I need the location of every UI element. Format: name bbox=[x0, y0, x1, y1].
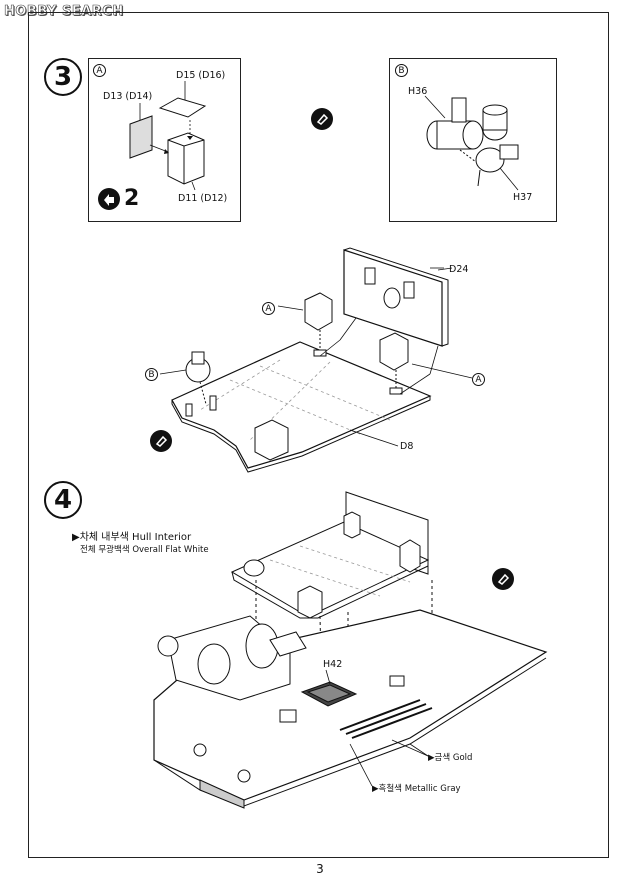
overall-flat-white-note: 전체 무광백색 Overall Flat White bbox=[80, 545, 209, 555]
paint-callout-metallic-gray: ▶흑철색 Metallic Gray bbox=[372, 784, 461, 794]
part-label-d8: D8 bbox=[400, 441, 414, 452]
cement-icon bbox=[492, 568, 514, 590]
cement-icon bbox=[150, 430, 172, 452]
part-label-h42: H42 bbox=[323, 659, 343, 670]
part-label-h36: H36 bbox=[408, 86, 428, 97]
hobby-search-watermark: HOBBY SEARCH bbox=[4, 4, 124, 20]
subassembly-a-marker: A bbox=[93, 64, 106, 77]
cement-icon bbox=[311, 108, 333, 130]
page-frame bbox=[28, 12, 609, 858]
step-number-3: 3 bbox=[44, 58, 82, 96]
marker-a-right: A bbox=[472, 373, 485, 386]
part-label-d11: D11 (D12) bbox=[178, 193, 228, 204]
paint-callout-gold: ▶금색 Gold bbox=[428, 753, 473, 763]
part-label-h37: H37 bbox=[513, 192, 533, 203]
part-label-d24: D24 bbox=[449, 264, 469, 275]
step-number-4: 4 bbox=[44, 481, 82, 519]
page-number: 3 bbox=[316, 862, 324, 876]
marker-b: B bbox=[145, 368, 158, 381]
repeat-assembly-icon bbox=[98, 188, 120, 210]
part-label-d13: D13 (D14) bbox=[103, 91, 153, 102]
part-label-d15: D15 (D16) bbox=[176, 70, 226, 81]
subassembly-b-marker: B bbox=[395, 64, 408, 77]
repeat-count: 2 bbox=[124, 186, 140, 211]
hull-interior-note: ▶차체 내부색 Hull Interior bbox=[72, 532, 192, 543]
marker-a-left: A bbox=[262, 302, 275, 315]
